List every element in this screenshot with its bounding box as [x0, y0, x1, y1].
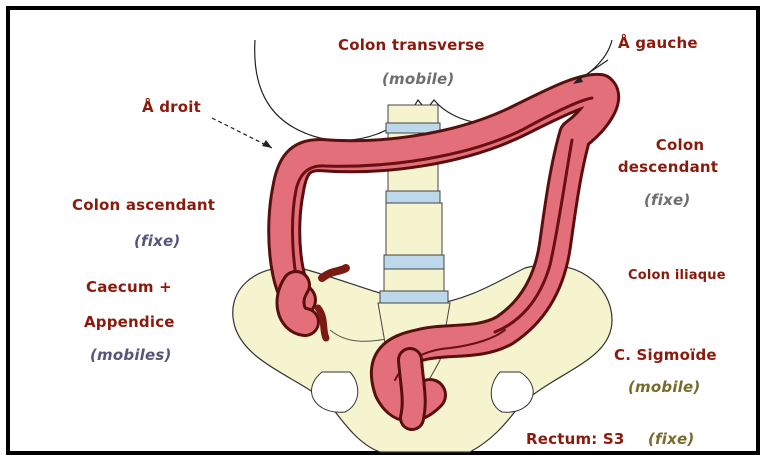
terminal-ileum	[322, 268, 346, 278]
label-colon-descending-1: Colon	[636, 136, 724, 154]
label-colon-iliac: Colon iliaque	[628, 268, 726, 283]
label-rectum-note: (fixe)	[648, 430, 694, 448]
label-colon-descending-note: (fixe)	[644, 191, 690, 209]
label-colon-ascending-note: (fixe)	[134, 232, 180, 250]
label-colon-descending-2: descendant	[598, 158, 738, 176]
label-sigmoid-note: (mobile)	[628, 378, 700, 396]
obturator-right	[491, 372, 533, 412]
label-caecum: Caecum +	[86, 278, 172, 296]
label-angle-left: Å gauche	[618, 34, 698, 52]
label-sigmoid: C. Sigmoïde	[614, 346, 717, 364]
vertebra	[384, 269, 444, 291]
label-angle-right: Å droit	[142, 98, 201, 116]
disc	[386, 191, 440, 203]
label-appendix: Appendice	[84, 313, 175, 331]
label-colon-transverse-note: (mobile)	[382, 70, 454, 88]
arrow-angle-right	[212, 118, 272, 148]
vertebra	[386, 203, 442, 255]
disc	[384, 255, 444, 269]
label-rectum: Rectum: S3	[526, 430, 625, 448]
obturator-left	[312, 372, 358, 412]
label-colon-transverse: Colon transverse	[338, 36, 485, 54]
disc	[380, 291, 448, 303]
label-caecum-note: (mobiles)	[90, 346, 172, 364]
label-colon-ascending: Colon ascendant	[72, 196, 215, 214]
arrow-angle-right-head	[262, 140, 272, 148]
vertebra	[388, 105, 438, 123]
